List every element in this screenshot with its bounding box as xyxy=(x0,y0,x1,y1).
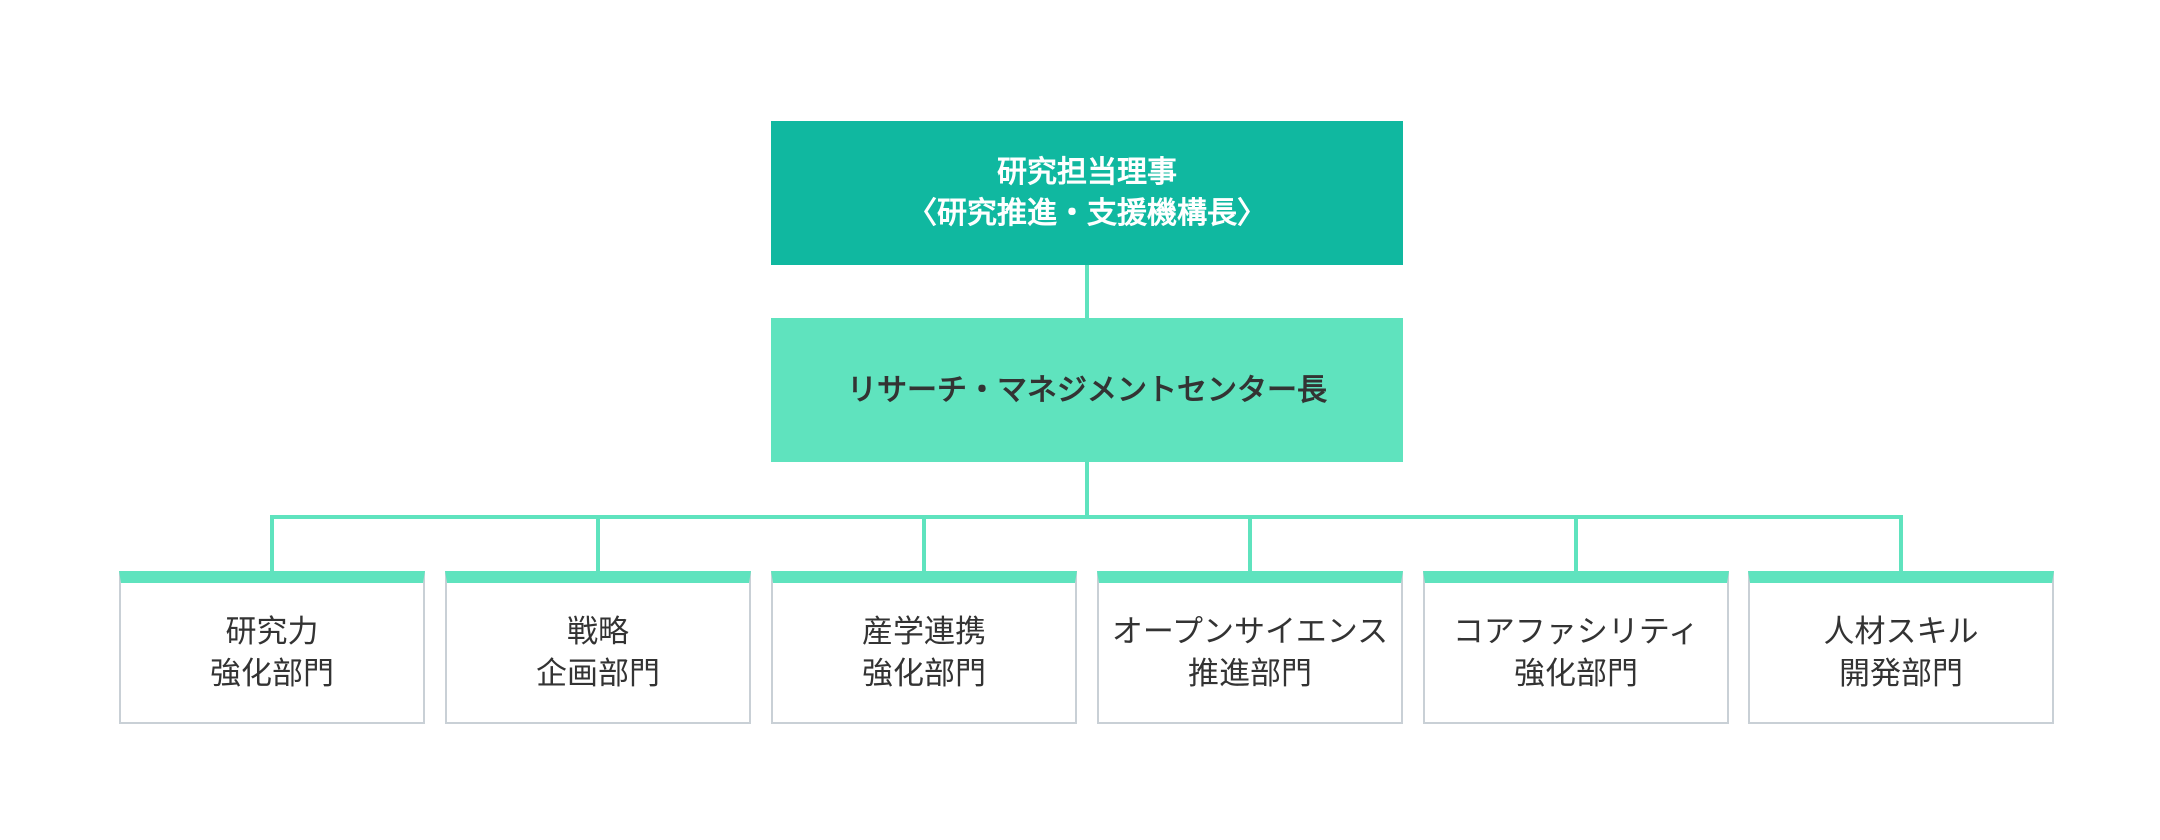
department-label-line-2: 強化部門 xyxy=(1514,655,1638,692)
center-director-box: リサーチ・マネジメントセンター長 xyxy=(771,318,1403,462)
department-strategic-planning: 戦略 企画部門 xyxy=(445,571,751,724)
department-label-line-1: 産学連携 xyxy=(862,613,986,650)
department-research-capacity: 研究力 強化部門 xyxy=(119,571,425,724)
department-label-line-2: 強化部門 xyxy=(862,655,986,692)
department-label-line-2: 企画部門 xyxy=(536,655,660,692)
department-open-science: オープンサイエンス 推進部門 xyxy=(1097,571,1403,724)
executive-director-title: 研究担当理事 xyxy=(997,155,1177,190)
department-industry-collaboration: 産学連携 強化部門 xyxy=(771,571,1077,724)
department-label-line-1: 戦略 xyxy=(567,613,629,650)
executive-director-box: 研究担当理事 〈研究推進・支援機構長〉 xyxy=(771,121,1403,265)
department-label-line-1: 人材スキル xyxy=(1823,613,1979,650)
department-label-line-1: コアファシリティ xyxy=(1452,613,1700,650)
department-label-line-2: 推進部門 xyxy=(1188,655,1312,692)
department-human-skills: 人材スキル 開発部門 xyxy=(1748,571,2054,724)
executive-director-subtitle: 〈研究推進・支援機構長〉 xyxy=(907,196,1267,231)
center-director-title: リサーチ・マネジメントセンター長 xyxy=(847,372,1327,408)
department-label-line-1: オープンサイエンス xyxy=(1111,613,1389,650)
department-label-line-1: 研究力 xyxy=(225,613,319,650)
department-label-line-2: 強化部門 xyxy=(210,655,334,692)
department-label-line-2: 開発部門 xyxy=(1839,655,1963,692)
department-core-facility: コアファシリティ 強化部門 xyxy=(1423,571,1729,724)
